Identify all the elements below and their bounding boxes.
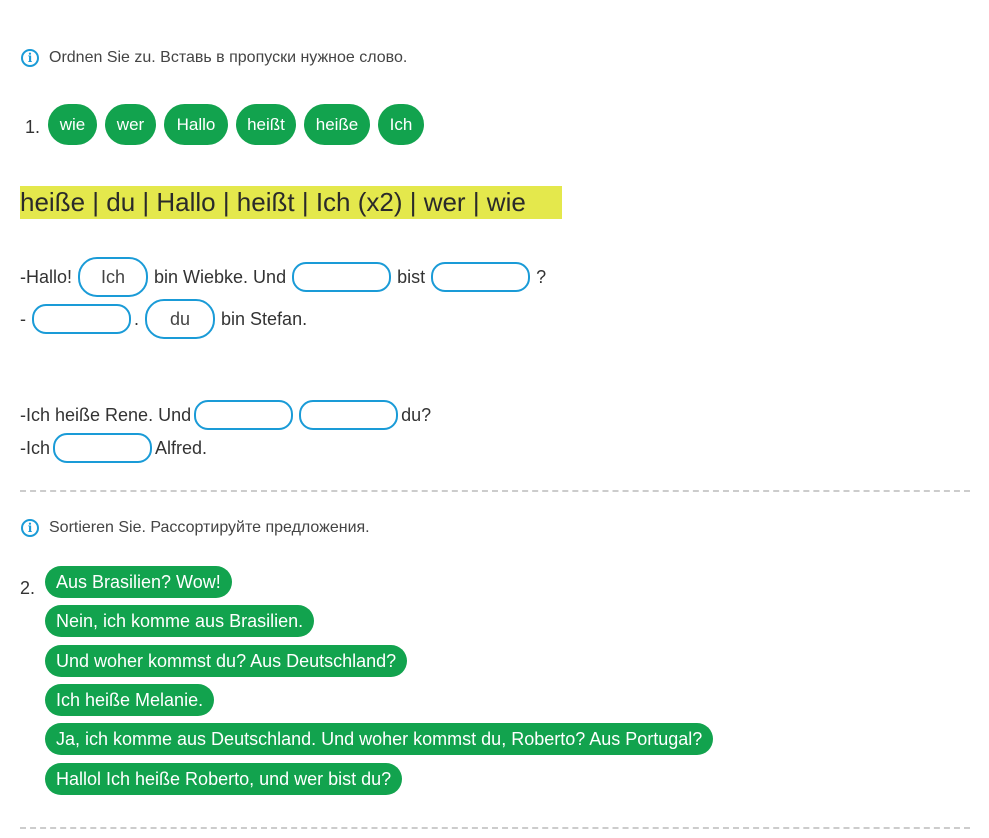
- exercise-number: 1.: [25, 117, 41, 137]
- word-chip[interactable]: wer: [105, 104, 156, 145]
- word-chip[interactable]: heiße: [304, 104, 370, 145]
- info-icon: i: [21, 519, 39, 537]
- word-chip[interactable]: Hallo: [164, 104, 228, 145]
- instruction-2: i Sortieren Sie. Рассортируйте предложен…: [21, 519, 370, 537]
- text: .: [134, 308, 140, 329]
- text: -Hallo!: [20, 266, 73, 287]
- blank-input[interactable]: [32, 304, 131, 334]
- divider: [20, 490, 970, 492]
- sentence-line: - . du bin Stefan.: [20, 299, 307, 339]
- sentence-chip[interactable]: Ich heiße Melanie.: [45, 684, 215, 716]
- blank-input[interactable]: [53, 433, 153, 463]
- sentence-line: -Ich heiße Rene. Und du?: [20, 400, 431, 430]
- text: bin Wiebke. Und: [154, 266, 287, 287]
- word-chip[interactable]: heißt: [236, 104, 296, 145]
- sentence-line: -Ich Alfred.: [20, 433, 207, 463]
- word-bank: heiße | du | Hallo | heißt | Ich (x2) | …: [20, 186, 562, 219]
- text: ?: [536, 266, 547, 287]
- text: du?: [401, 404, 432, 425]
- sentence-chip[interactable]: Ja, ich komme aus Deutschland. Und woher…: [45, 723, 714, 755]
- divider: [20, 827, 970, 829]
- text: -: [20, 308, 26, 329]
- filled-blank[interactable]: Ich: [78, 257, 149, 297]
- text: bin Stefan.: [221, 308, 308, 329]
- filled-blank[interactable]: du: [145, 299, 216, 339]
- blank-input[interactable]: [431, 262, 531, 292]
- sentence-chip[interactable]: Und woher kommst du? Aus Deutschland?: [45, 645, 408, 677]
- text: -Ich: [20, 437, 51, 458]
- text: bist: [397, 266, 426, 287]
- sentence-chip[interactable]: Nein, ich komme aus Brasilien.: [45, 605, 315, 637]
- sentence-line: -Hallo! Ich bin Wiebke. Und bist ?: [20, 257, 546, 297]
- text: Alfred.: [155, 437, 208, 458]
- blank-input[interactable]: [194, 400, 294, 430]
- sentence-chip[interactable]: Hallol Ich heiße Roberto, und wer bist d…: [45, 763, 403, 795]
- info-icon: i: [21, 49, 39, 67]
- word-chip[interactable]: wie: [48, 104, 97, 145]
- text: -Ich heiße Rene. Und: [20, 404, 192, 425]
- sentence-chip[interactable]: Aus Brasilien? Wow!: [45, 566, 232, 598]
- blank-input[interactable]: [292, 262, 392, 292]
- instruction-text: Sortieren Sie. Рассортируйте предложения…: [49, 519, 370, 536]
- blank-input[interactable]: [299, 400, 399, 430]
- instruction-1: i Ordnen Sie zu. Вставь в пропуски нужно…: [21, 49, 407, 67]
- instruction-text: Ordnen Sie zu. Вставь в пропуски нужное …: [49, 49, 408, 66]
- word-chip[interactable]: Ich: [378, 104, 424, 145]
- exercise-number: 2.: [20, 578, 36, 598]
